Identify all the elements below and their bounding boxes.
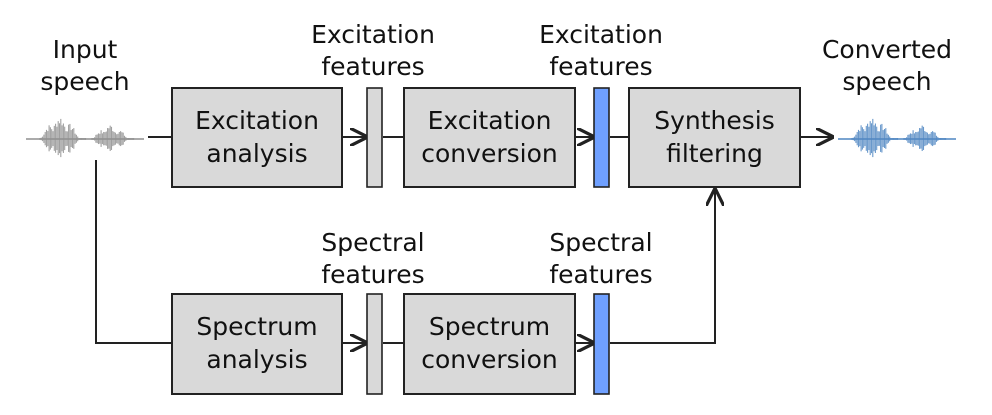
spectral-features-bar-1 [366,293,383,395]
spec-feat-2-line-1: Spectral [549,228,653,257]
converted-speech-line-1: Converted [821,35,953,64]
input-waveform-icon [26,118,144,158]
spectrum-analysis-line-2: analysis [206,345,308,374]
excitation-analysis-text: Excitation analysis [172,104,342,170]
spec-feat-2-line-2: features [549,260,653,289]
spectrum-analysis-text: Spectrum analysis [172,310,342,376]
synthesis-filtering-line-1: Synthesis [654,106,775,135]
spectral-features-label-1: Spectral features [300,227,446,291]
synthesis-filtering-box [628,87,801,188]
spectrum-conversion-line-1: Spectrum [428,312,551,341]
excitation-features-bar-2 [593,87,610,188]
synthesis-filtering-line-2: filtering [666,139,763,168]
excitation-analysis-line-2: analysis [206,139,308,168]
spectrum-conversion-line-2: conversion [421,345,558,374]
exc-feat-2-line-2: features [549,52,653,81]
converted-speech-label: Converted speech [812,34,962,98]
connector-lines [95,137,832,344]
spectrum-analysis-line-1: Spectrum [196,312,318,341]
line-input-branch-to-spectrum [95,160,172,344]
input-speech-label: Input speech [22,34,148,98]
spectral-features-label-2: Spectral features [528,227,674,291]
spec-feat-1-line-1: Spectral [321,228,425,257]
input-speech-line-2: speech [40,67,130,96]
excitation-features-label-1: Excitation features [300,19,446,83]
converted-speech-line-2: speech [842,67,932,96]
input-speech-line-1: Input [52,35,118,64]
exc-feat-1-line-1: Excitation [311,20,435,49]
excitation-analysis-line-1: Excitation [195,106,319,135]
excitation-conversion-box [403,87,576,188]
spectrum-analysis-box [171,293,343,395]
synthesis-filtering-text: Synthesis filtering [629,104,800,170]
spectrum-conversion-box [403,293,576,395]
exc-feat-1-line-2: features [321,52,425,81]
excitation-conversion-line-1: Excitation [427,106,552,135]
spectral-features-bar-2 [593,293,610,395]
spectrum-conversion-text: Spectrum conversion [404,310,575,376]
output-waveform-icon [838,118,956,158]
excitation-features-bar-1 [366,87,383,188]
line-spec-feat-2-to-synthesis [610,190,715,344]
excitation-features-label-2: Excitation features [528,19,674,83]
excitation-analysis-box [171,87,343,188]
spec-feat-1-line-2: features [321,260,425,289]
excitation-conversion-text: Excitation conversion [404,104,575,170]
excitation-conversion-line-2: conversion [421,139,558,168]
exc-feat-2-line-1: Excitation [539,20,663,49]
